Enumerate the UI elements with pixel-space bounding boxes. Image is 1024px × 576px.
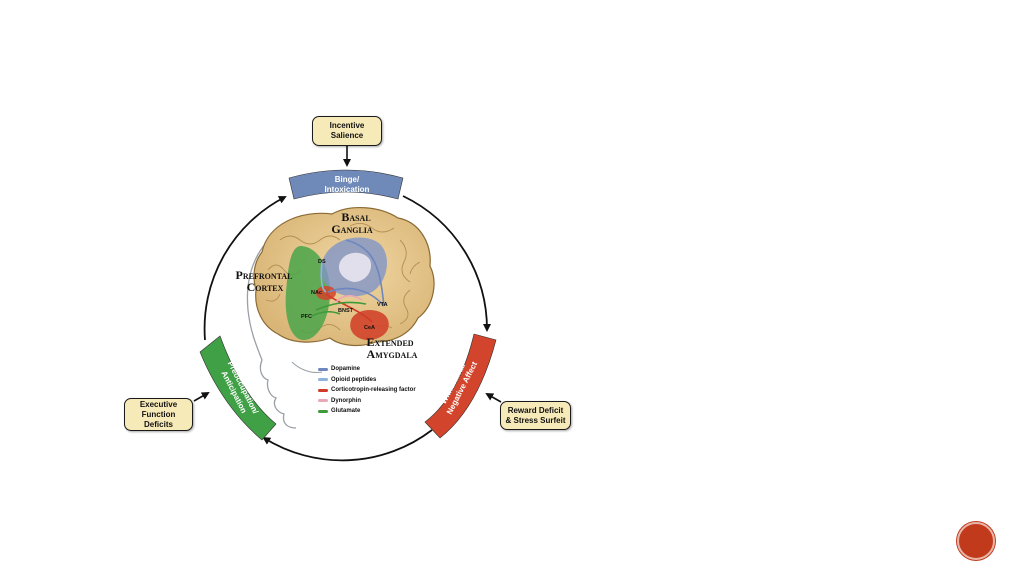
basal-ganglia-core [338,252,372,282]
extended-amygdala-region [350,309,389,340]
legend-label: Opioid peptides [331,376,377,383]
legend-item: Opioid peptides [318,377,376,383]
basal-label-line1: Basal [341,210,370,224]
neural-pathways [311,239,385,323]
incentive-salience-box: Incentive Salience [312,116,382,146]
legend-item: Glutamate [318,408,360,414]
label-ds: DS [318,259,326,265]
cycle-arc-top-right [402,195,492,332]
label-nac: NAc [311,290,322,296]
label-bnst: BNST [338,308,354,314]
label-cea: CeA [364,325,375,331]
head-face [291,361,323,373]
legend-label: Glutamate [331,408,361,414]
slide-badge [957,522,995,560]
extended-label-line1: Extended [366,335,413,349]
label-vta: VTA [377,302,388,308]
basal-label-line2: Ganglia [331,222,373,236]
head-outline [246,221,301,429]
arrow-reward-to-withdrawal [485,393,502,403]
legend-item: Dopamine [318,366,360,372]
legend-swatch [318,409,328,413]
legend-label: Dopamine [331,366,361,372]
prefrontal-label-line2: Cortex [247,280,284,294]
legend-swatch [318,378,328,381]
prefrontal-region [285,246,330,340]
binge-label-line2: Intoxication [325,185,370,194]
binge-label-line1: Binge/ [335,175,360,184]
legend-swatch [318,399,328,402]
extended-label-line2: Amygdala [367,347,418,361]
brain-gyri [265,223,421,333]
cycle-arc-bottom [262,429,433,462]
label-pfc: PFC [301,314,312,320]
legend-item: Dynorphin [318,398,361,404]
cycle-arc-top-left [203,196,287,341]
executive-function-box: Executive Function Deficits [124,398,193,431]
legend-label: Corticotropin-releasing factor [331,387,416,393]
stage-band-preoccupation [199,335,277,441]
legend-swatch [318,367,328,371]
legend-swatch [318,388,328,392]
reward-deficit-box: Reward Deficit & Stress Surfeit [500,401,571,430]
legend-label: Dynorphin [331,397,361,404]
stage-band-withdrawal [424,333,497,439]
prefrontal-label-line1: Prefrontal [236,268,293,282]
stage-band-binge [288,169,404,200]
legend-item: Corticotropin-releasing factor [318,387,416,393]
arrow-executive-to-preoccupation [193,392,210,402]
